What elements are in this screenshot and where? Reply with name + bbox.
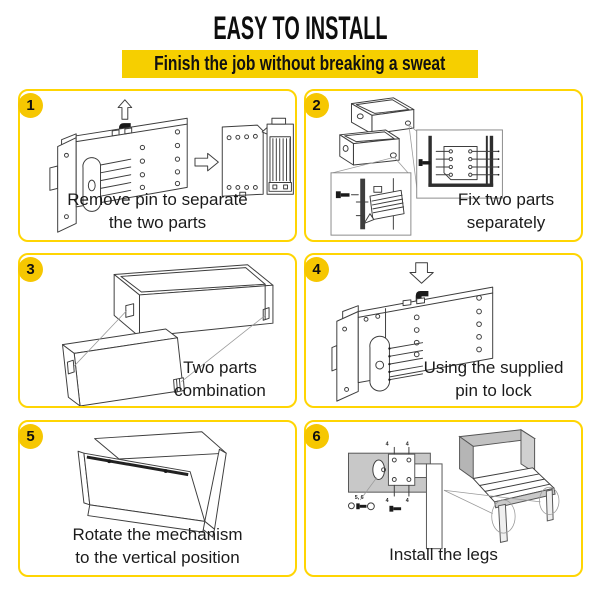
step-6-badge: 6: [304, 424, 329, 449]
page-title-text: EASY TO INSTALL: [212, 10, 388, 46]
step-1-badge: 1: [18, 93, 43, 118]
step-1-illustration-pin-removal: [49, 99, 294, 233]
washer-screw-label: 5, 6: [355, 495, 364, 501]
step-2-badge: 2: [304, 93, 329, 118]
screw-icon: [356, 503, 360, 510]
step-panel-4: 4 Using the supplied pin to lock: [304, 253, 583, 408]
highlight-circle-right: [539, 486, 560, 515]
step-panel-1: 1: [18, 89, 297, 242]
step-6-caption: Install the legs: [389, 545, 498, 564]
step-4-badge: 4: [304, 257, 329, 282]
step-4-illustration-pin-lock: [331, 262, 494, 402]
step-2-illustration-fix-parts: [330, 97, 503, 236]
step-panel-5: 5 Rotate the mechanism to the vertical p…: [18, 420, 297, 577]
down-arrow-icon: [409, 262, 434, 284]
table-leg-right: [545, 489, 554, 522]
table-leg-part: [425, 463, 443, 550]
step-3-caption: Two parts combination: [174, 358, 266, 400]
step-5-badge: 5: [18, 424, 43, 449]
step-panel-3: 3 Two parts combination: [18, 253, 297, 408]
washer-icon: [347, 502, 355, 510]
step-panel-2: 2: [304, 89, 583, 242]
subtitle-banner: Finish the job without breaking a sweat: [122, 50, 478, 78]
pin-label-bottom: 4 4: [386, 498, 417, 504]
step-4-caption: Using the supplied pin to lock: [423, 358, 564, 400]
step-5-illustration-rotate-mechanism: [77, 431, 227, 538]
step-3-illustration-combination: [62, 264, 274, 406]
step-2-caption: Fix two parts separately: [457, 190, 555, 232]
step-3-badge: 3: [18, 257, 43, 282]
pin-label-top: 4 4: [386, 441, 417, 447]
step-5-caption: Rotate the mechanism to the vertical pos…: [72, 525, 243, 567]
table-leg-left: [498, 503, 508, 543]
hinge-bar: [86, 455, 189, 477]
step-panel-6: 6 4 4 4 4 5, 6: [304, 420, 583, 577]
step-1-caption: Remove pin to separate the two parts: [67, 190, 248, 232]
right-arrow-icon: [194, 152, 219, 172]
subtitle-text: Finish the job without breaking a sweat: [154, 52, 446, 75]
page-title: EASY TO INSTALL: [0, 10, 600, 47]
highlight-circle-left: [491, 499, 516, 534]
up-arrow-icon: [117, 99, 133, 120]
step-6-illustration-install-legs: 4 4 4 4 5, 6: [347, 428, 560, 550]
